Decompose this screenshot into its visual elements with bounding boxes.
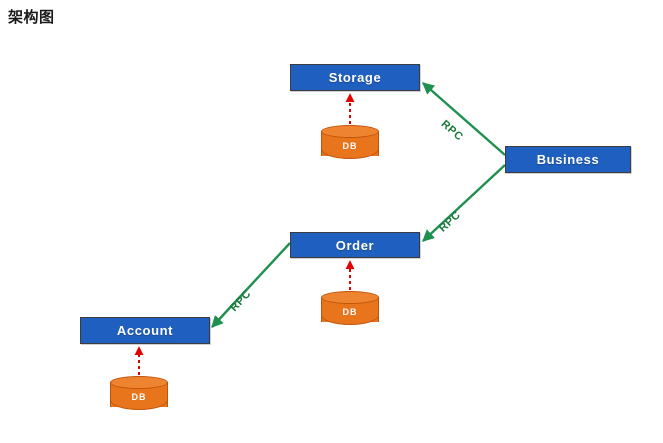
- database-cylinder-storage[interactable]: DB: [321, 125, 379, 161]
- service-label-storage: Storage: [328, 70, 382, 85]
- rpc-label-business-order: RPC: [437, 209, 463, 235]
- connector-business-storage: RPC: [422, 82, 506, 156]
- rpc-label-order-account: RPC: [228, 288, 254, 314]
- database-cylinder-order[interactable]: DB: [321, 291, 379, 327]
- database-cylinder-account[interactable]: DB: [110, 376, 168, 412]
- database-label-storage: DB: [342, 141, 358, 151]
- rpc-label-business-storage: RPC: [439, 118, 466, 143]
- cylinder-top-icon: [321, 291, 379, 304]
- service-box-order[interactable]: Order: [290, 232, 420, 258]
- service-label-account: Account: [116, 323, 174, 338]
- service-box-storage[interactable]: Storage: [290, 64, 420, 91]
- connector-business-order: RPC: [422, 164, 506, 242]
- service-box-account[interactable]: Account: [80, 317, 210, 344]
- cylinder-top-icon: [110, 376, 168, 389]
- cylinder-top-icon: [321, 125, 379, 138]
- page-title: 架构图: [8, 9, 55, 26]
- database-label-order: DB: [342, 307, 358, 317]
- service-label-order: Order: [335, 237, 375, 253]
- database-label-account: DB: [131, 392, 147, 402]
- service-box-business[interactable]: Business: [505, 146, 631, 173]
- connector-order-account: RPC: [211, 242, 291, 328]
- service-label-business: Business: [536, 152, 600, 167]
